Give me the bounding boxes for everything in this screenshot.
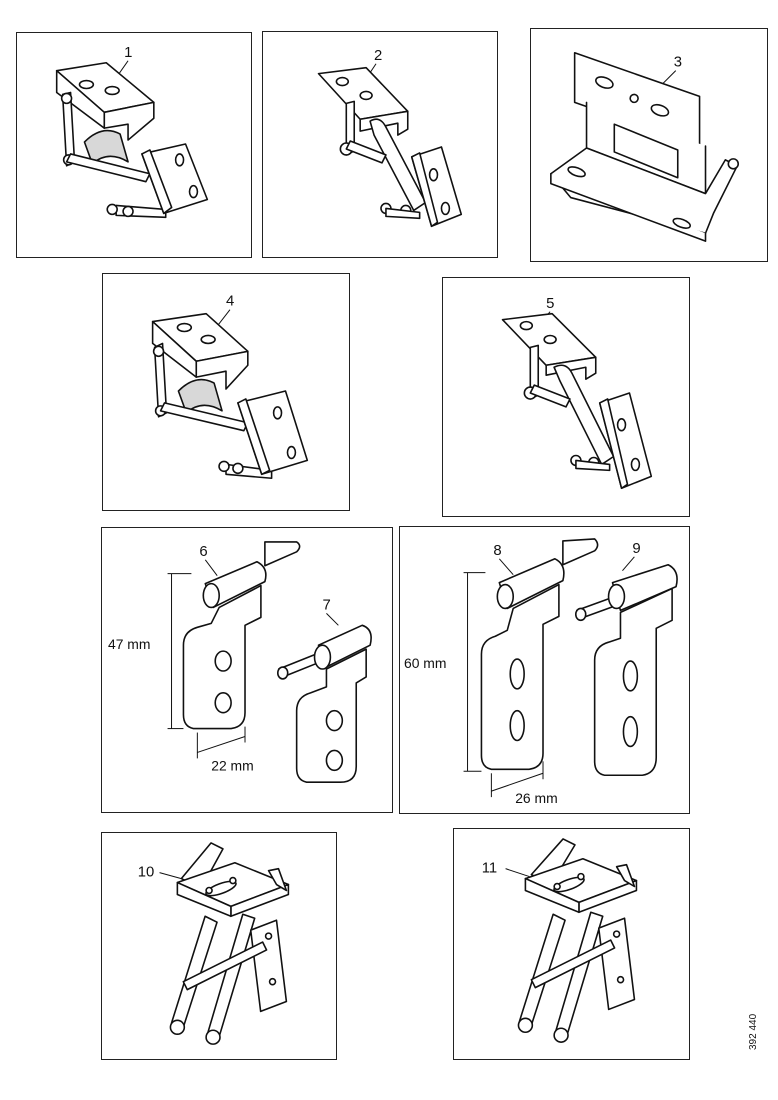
panel-hinge-3: 3 — [530, 28, 768, 262]
dimension-height-60: 60 mm — [404, 655, 446, 671]
part-label-1: 1 — [124, 45, 132, 61]
dimension-width-26: 26 mm — [515, 790, 557, 806]
part-label-4: 4 — [226, 294, 234, 310]
hinge-10-drawing: 10 — [138, 842, 290, 1045]
hinge-1-drawing: 1 — [55, 45, 209, 219]
panel-hinge-10: 10 — [101, 832, 337, 1060]
panel-hinge-2: 2 — [262, 31, 498, 258]
panel-hinge-11: 11 — [453, 828, 690, 1060]
hinge-3-drawing: 3 — [550, 52, 740, 242]
hinge-4-drawing: 4 — [151, 294, 309, 480]
part-label-3: 3 — [674, 55, 682, 71]
panel-hinge-4: 4 — [102, 273, 350, 511]
part-label-5: 5 — [546, 296, 554, 312]
panel-hinge-1: 1 — [16, 32, 252, 258]
dimension-height-47: 47 mm — [108, 636, 150, 652]
part-label-6: 6 — [199, 544, 207, 560]
hinge-8-9-drawing: 8 9 60 mm 26 mm — [404, 538, 678, 806]
panel-hinge-6-7: 6 47 mm 22 mm 7 — [101, 527, 393, 813]
catalog-number: 392 440 — [748, 1013, 759, 1050]
part-label-11: 11 — [482, 861, 497, 877]
panel-hinge-8-9: 8 9 60 mm 26 mm — [399, 526, 690, 814]
panel-hinge-5: 5 — [442, 277, 690, 517]
part-label-8: 8 — [493, 543, 501, 559]
part-label-9: 9 — [632, 541, 640, 557]
part-label-10: 10 — [138, 865, 155, 881]
hinge-11-drawing: 11 — [482, 838, 638, 1043]
dimension-width-22: 22 mm — [211, 757, 253, 773]
hinge-5-drawing: 5 — [501, 296, 653, 490]
hinge-2-drawing: 2 — [317, 48, 463, 228]
hinge-6-7-drawing: 6 47 mm 22 mm 7 — [108, 541, 372, 784]
part-label-7: 7 — [322, 597, 330, 613]
part-label-2: 2 — [374, 48, 382, 64]
